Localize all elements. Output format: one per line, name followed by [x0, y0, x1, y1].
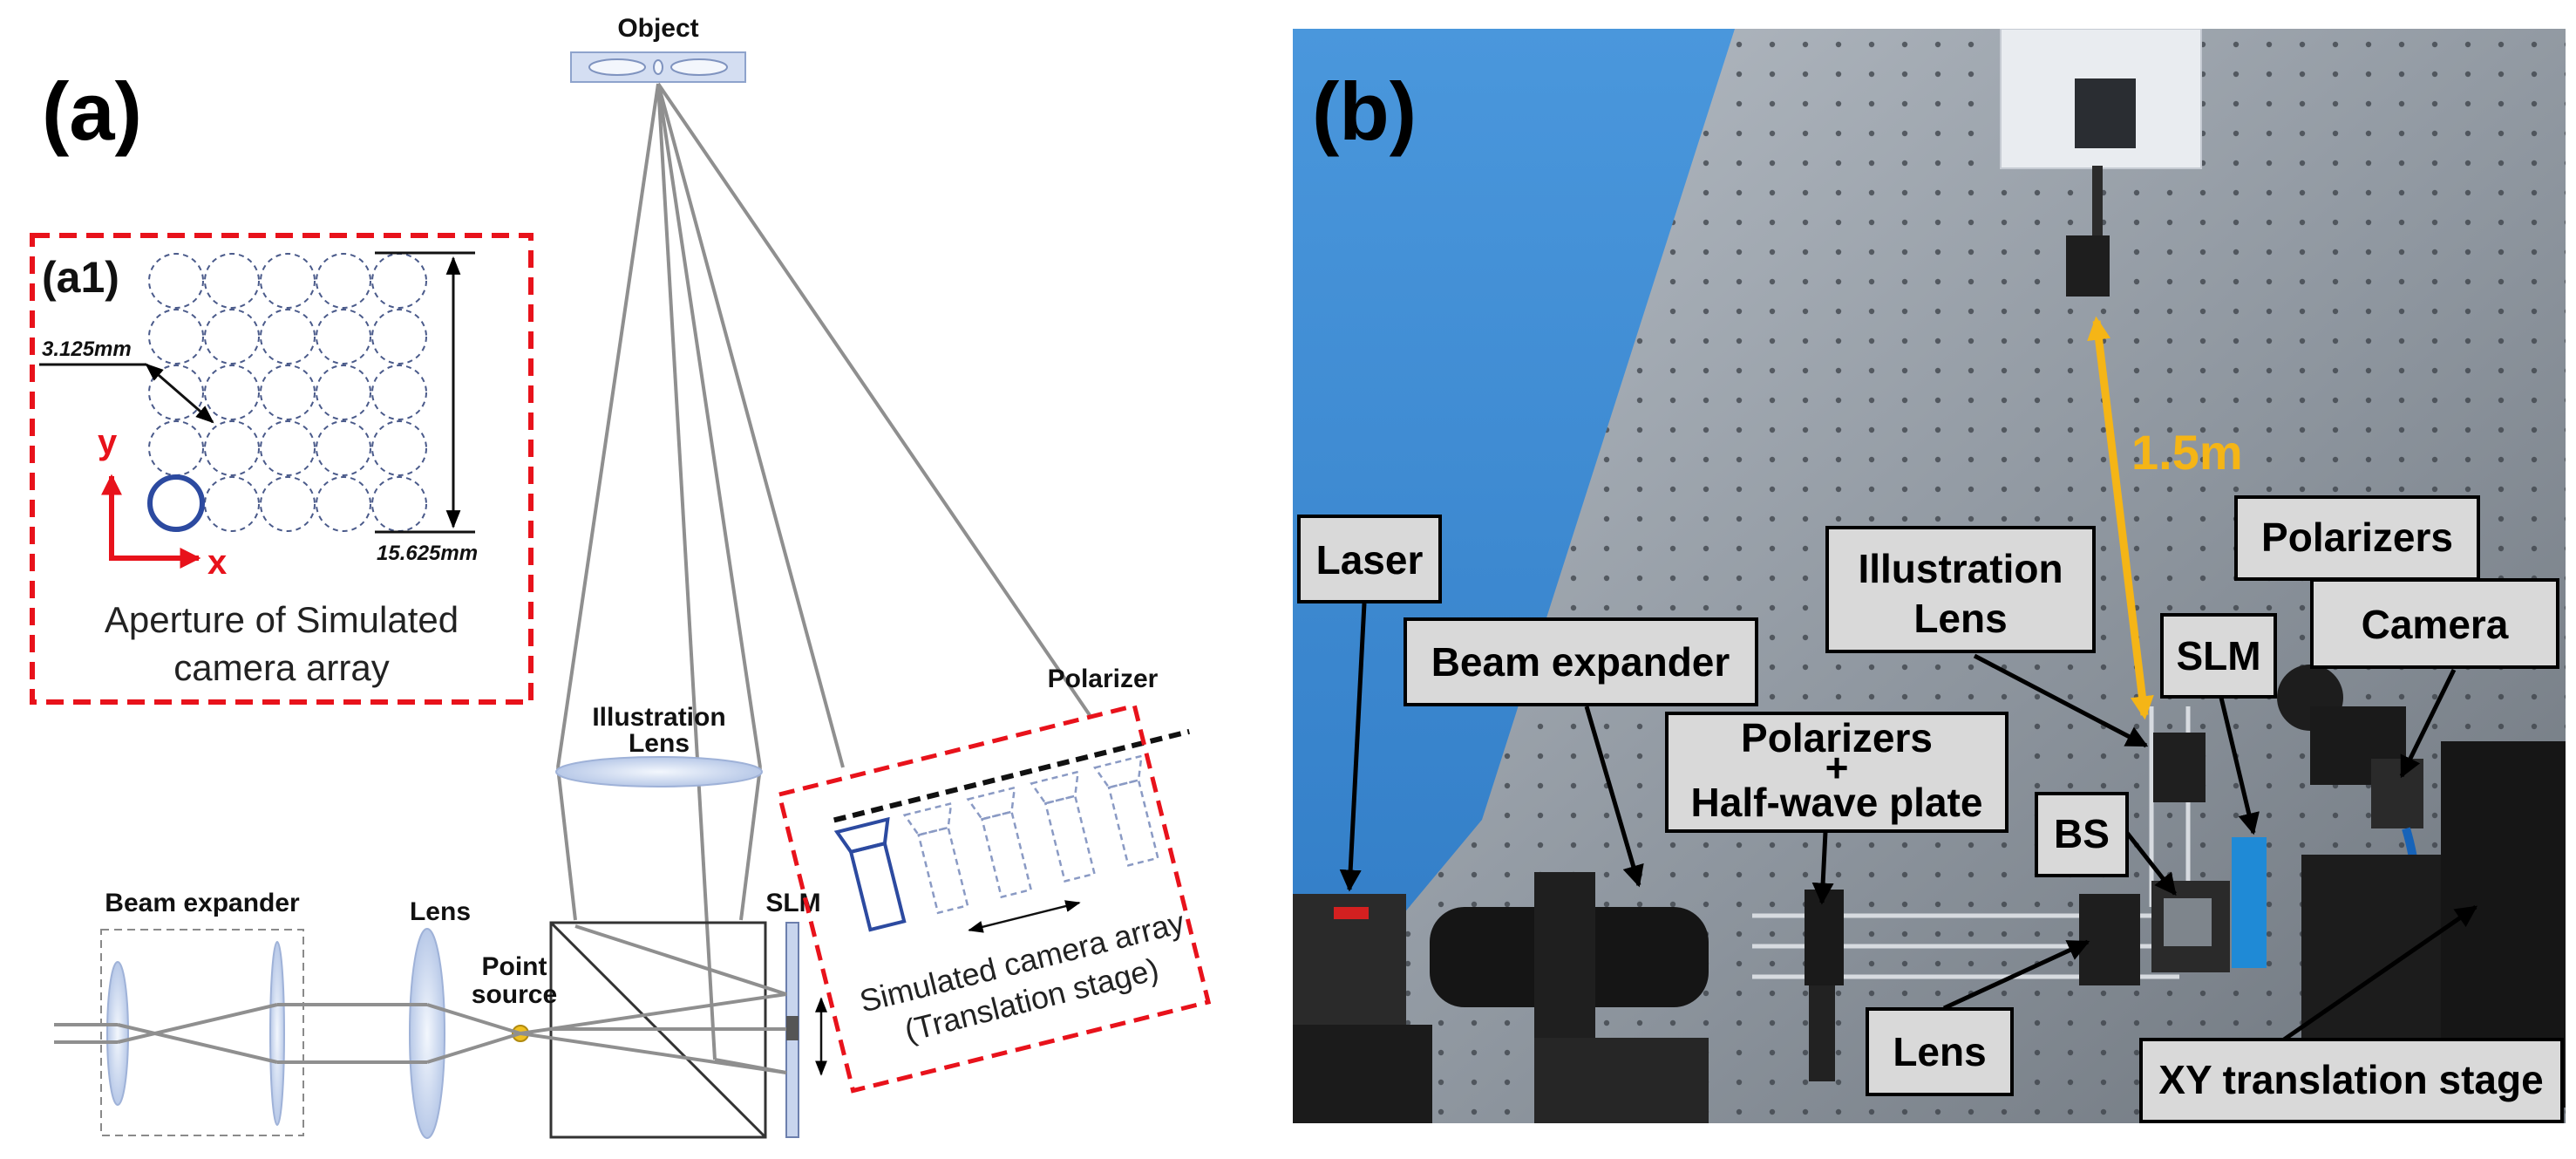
aperture-circle [204, 309, 260, 365]
camera-ghosts [902, 754, 1159, 915]
aperture-circle [204, 476, 260, 532]
callout-laser: Laser [1297, 515, 1442, 892]
illustration-lens-label-1: Illustration [592, 703, 725, 732]
callout-beam-expander: Beam expander [1404, 617, 1758, 888]
callout-xy-stage: XY translation stage [2139, 904, 2564, 1123]
aperture-circle [316, 420, 371, 476]
callout-polarizers-hwp-text-2: + [1825, 745, 1849, 790]
translation-arrow [968, 900, 1081, 933]
object-label: Object [617, 14, 698, 43]
lens-label: Lens [410, 897, 471, 926]
xy-stage-base [2301, 855, 2441, 1047]
slm-device [2232, 837, 2267, 968]
object [570, 51, 746, 83]
axis-y-label: y [98, 423, 118, 461]
callout-lens-text: Lens [1893, 1029, 1986, 1074]
callout-laser-text: Laser [1316, 537, 1424, 583]
callout-polarizers-hwp-text-1: Polarizers [1741, 715, 1933, 760]
callout-lens: Lens [1866, 939, 2090, 1096]
dim-small-label: 3.125mm [42, 337, 132, 361]
callout-slm: SLM [2160, 613, 2277, 835]
panel-a: (a) Object Illustration Lens [30, 14, 1212, 1139]
distance-arrow [2087, 316, 2154, 720]
illustration-lens-mount [2153, 733, 2206, 802]
inset-letter: (a1) [42, 253, 119, 302]
aperture-circle [316, 365, 371, 420]
point-source-label-2: source [472, 980, 557, 1009]
beam-expander-lens-1 [106, 961, 129, 1106]
aperture-circle [148, 253, 204, 309]
polarizer-line [833, 728, 1190, 823]
aperture-circle [371, 309, 427, 365]
panel-b-letter: (b) [1312, 65, 1417, 157]
laser-mount [1293, 1025, 1432, 1123]
beam-expander-lens-2 [269, 941, 285, 1126]
callout-xy-stage-text: XY translation stage [2158, 1057, 2543, 1102]
aperture-circle [371, 365, 427, 420]
beam-expander-base [1534, 1038, 1709, 1123]
aperture-circle [204, 365, 260, 420]
aperture-circle [316, 309, 371, 365]
bs-cube [2164, 898, 2212, 946]
camera-body [2371, 759, 2423, 828]
callout-illustration-lens: Illustration Lens [1825, 526, 2149, 748]
point-source-label-1: Point [482, 952, 547, 981]
callout-bs: BS [2035, 792, 2177, 896]
polarizer-label: Polarizer [1048, 665, 1159, 693]
callout-slm-text: SLM [2176, 633, 2260, 678]
aperture-circle [316, 253, 371, 309]
object-target [2075, 78, 2136, 148]
callout-illustration-lens-text-1: Illustration [1858, 546, 2063, 591]
slm-label: SLM [765, 889, 820, 917]
callout-bs-text: BS [2054, 811, 2110, 856]
focusing-lens [409, 928, 445, 1139]
beam-expander-box [100, 929, 304, 1136]
callout-camera-text: Camera [2362, 602, 2509, 647]
illustration-lens [555, 756, 763, 787]
inset-a1: (a1) 15.625mm 3.125mm y x Aperture of Si… [30, 233, 534, 705]
aperture-circle [371, 420, 427, 476]
polarizer-mount [1805, 890, 1844, 985]
inset-caption-2: camera array [173, 647, 389, 688]
laser-beam [54, 924, 787, 1074]
beam-expander-mount [1534, 872, 1595, 1047]
panel-a-letter: (a) [42, 65, 142, 157]
aperture-circle [260, 476, 316, 532]
callout-polarizers-text: Polarizers [2261, 515, 2453, 560]
callout-polarizers-hwp-text-3: Half-wave plate [1691, 780, 1983, 825]
aperture-circle [316, 476, 371, 532]
dim-large-label: 15.625mm [377, 542, 478, 565]
lens-mount [2079, 894, 2140, 985]
polarizer-post [1809, 985, 1835, 1081]
beam-expander-label: Beam expander [105, 889, 300, 917]
aperture-circle [260, 309, 316, 365]
illustration-lens-label-2: Lens [629, 729, 690, 758]
panel-b: (b) 1.5m Laser Beam expander Polarizers … [1293, 29, 2566, 1123]
axis-x-label: x [207, 543, 227, 582]
sim-array-frame [776, 703, 1212, 1094]
callout-polarizers-hwp: Polarizers + Half-wave plate [1665, 712, 2008, 905]
distance-label: 1.5m [2131, 425, 2243, 480]
inset-caption-1: Aperture of Simulated [105, 599, 459, 640]
callout-camera: Camera [2310, 578, 2559, 779]
aperture-circle [260, 420, 316, 476]
slm-pixel-region [786, 1016, 799, 1040]
active-aperture [147, 474, 205, 532]
callout-illustration-lens-text-2: Lens [1913, 596, 2007, 641]
callout-beam-expander-text: Beam expander [1431, 639, 1730, 685]
laser-warning-label [1334, 907, 1369, 919]
camera-active [833, 816, 907, 932]
aperture-circle [204, 420, 260, 476]
aperture-circle [204, 253, 260, 309]
dim-small-arrow [145, 363, 214, 424]
object-post-clamp [2066, 235, 2110, 297]
aperture-circle [260, 253, 316, 309]
aperture-circle [260, 365, 316, 420]
object-rays [556, 82, 1091, 1060]
